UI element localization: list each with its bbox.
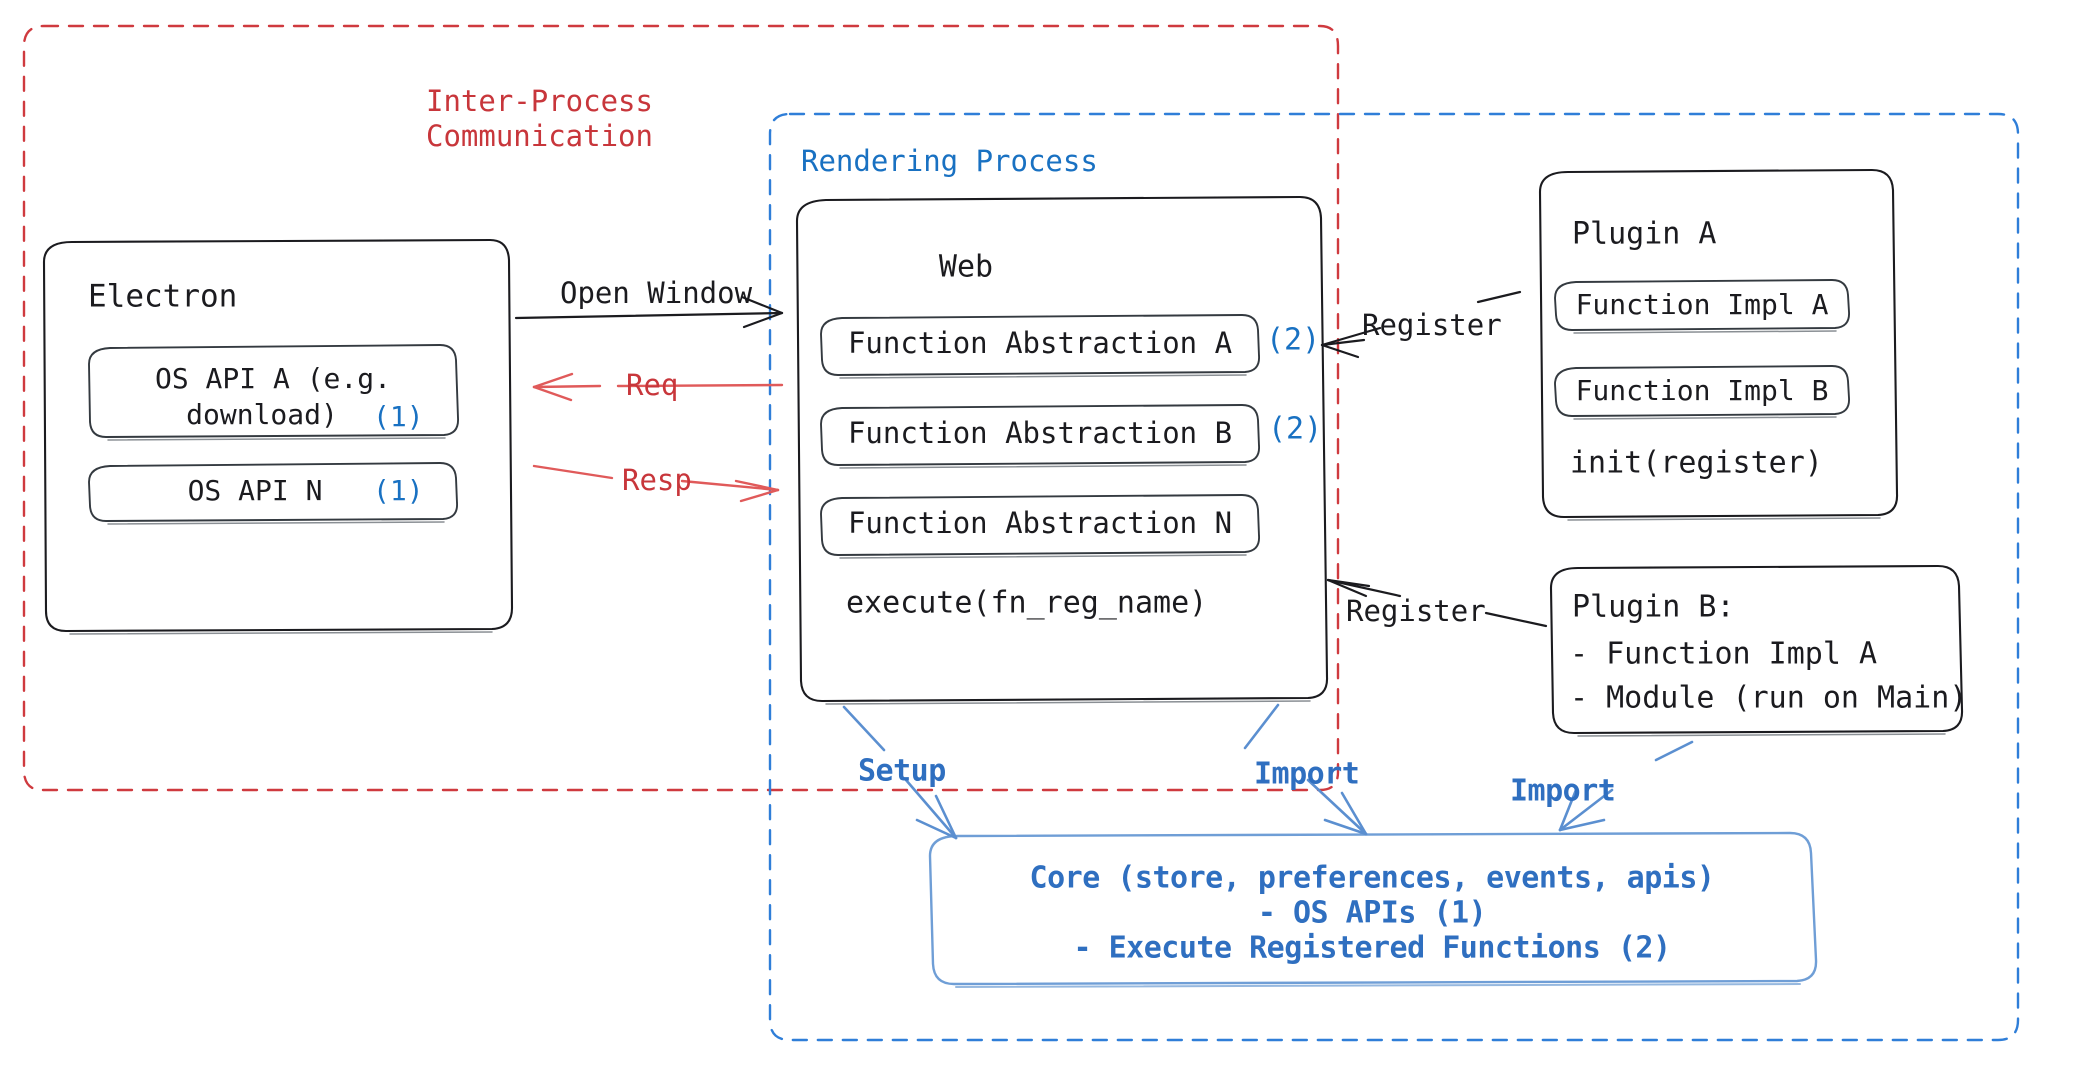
- req-arrow: Req: [532, 368, 784, 402]
- electron-box: Electron OS API A (e.g. download) (1) OS…: [42, 238, 514, 635]
- plugin-b-item-1: - Module (run on Main): [1570, 681, 1967, 716]
- ipc-label-line2: Communication: [426, 119, 653, 153]
- svg-text:Rendering Process: Rendering Process: [801, 144, 1098, 178]
- plugin-a-function-impl-a-label: Function Impl A: [1576, 288, 1829, 321]
- plugin-a-function-impl-b-box: Function Impl B: [1554, 365, 1850, 420]
- resp-arrow: Resp: [532, 463, 780, 503]
- web-box: Web Function Abstraction A (2) Function …: [795, 195, 1329, 705]
- web-execute-label: execute(fn_reg_name): [846, 586, 1207, 621]
- core-line-2: - OS APIs (1): [1258, 896, 1486, 931]
- os-api-a-line1: OS API A (e.g.: [155, 362, 391, 395]
- import-web-arrow: Import: [1243, 703, 1368, 836]
- rendering-process-label: Rendering Process: [801, 144, 1098, 178]
- function-abstraction-b-label: Function Abstraction B: [848, 416, 1232, 450]
- register-b-arrow: Register: [1326, 578, 1548, 628]
- os-api-a-box: OS API A (e.g. download) (1): [88, 344, 459, 441]
- electron-title: Electron: [88, 279, 237, 315]
- function-abstraction-b-box: Function Abstraction B (2): [820, 404, 1322, 469]
- register-a-arrow: Register: [1320, 290, 1522, 359]
- plugin-b-box: Plugin B: - Function Impl A - Module (ru…: [1549, 564, 1967, 737]
- req-label: Req: [626, 368, 678, 402]
- plugin-a-box: Plugin A Function Impl A Function Impl B…: [1538, 168, 1899, 521]
- os-api-n-marker: (1): [373, 474, 424, 507]
- ipc-label-line1: Inter-Process: [426, 84, 653, 118]
- plugin-a-function-impl-b-label: Function Impl B: [1576, 374, 1829, 407]
- core-line-1: Core (store, preferences, events, apis): [1030, 861, 1715, 896]
- function-abstraction-a-marker: (2): [1266, 323, 1320, 358]
- plugin-b-title: Plugin B:: [1572, 590, 1735, 625]
- setup-label: Setup: [858, 754, 946, 789]
- function-abstraction-b-marker: (2): [1268, 412, 1322, 447]
- import-plugin-arrow: Import: [1510, 740, 1694, 832]
- plugin-a-init-label: init(register): [1570, 446, 1823, 481]
- import-plugin-label: Import: [1510, 774, 1615, 809]
- os-api-a-line2: download): [186, 398, 338, 431]
- plugin-a-title: Plugin A: [1572, 217, 1717, 252]
- open-window-label: Open Window: [560, 276, 753, 310]
- register-a-label: Register: [1362, 308, 1502, 342]
- plugin-b-item-0: - Function Impl A: [1570, 637, 1877, 672]
- function-abstraction-a-box: Function Abstraction A (2): [820, 314, 1320, 379]
- setup-arrow: Setup: [842, 705, 958, 840]
- function-abstraction-n-label: Function Abstraction N: [848, 506, 1232, 540]
- resp-label: Resp: [622, 463, 692, 497]
- plugin-a-function-impl-a-box: Function Impl A: [1554, 279, 1850, 334]
- os-api-n-box: OS API N (1): [88, 462, 458, 525]
- function-abstraction-n-box: Function Abstraction N: [820, 494, 1260, 559]
- function-abstraction-a-label: Function Abstraction A: [848, 326, 1232, 360]
- rendering-process-region: [768, 112, 2020, 1042]
- os-api-n-label: OS API N: [188, 474, 323, 507]
- ipc-label: Inter-Process Communication: [426, 84, 653, 153]
- web-title: Web: [939, 250, 993, 285]
- os-api-a-marker: (1): [373, 400, 424, 433]
- import-web-label: Import: [1254, 757, 1359, 792]
- core-line-3: - Execute Registered Functions (2): [1073, 931, 1670, 966]
- register-b-label: Register: [1346, 594, 1486, 628]
- core-box: Core (store, preferences, events, apis) …: [928, 831, 1818, 988]
- open-window-arrow: Open Window: [514, 276, 784, 329]
